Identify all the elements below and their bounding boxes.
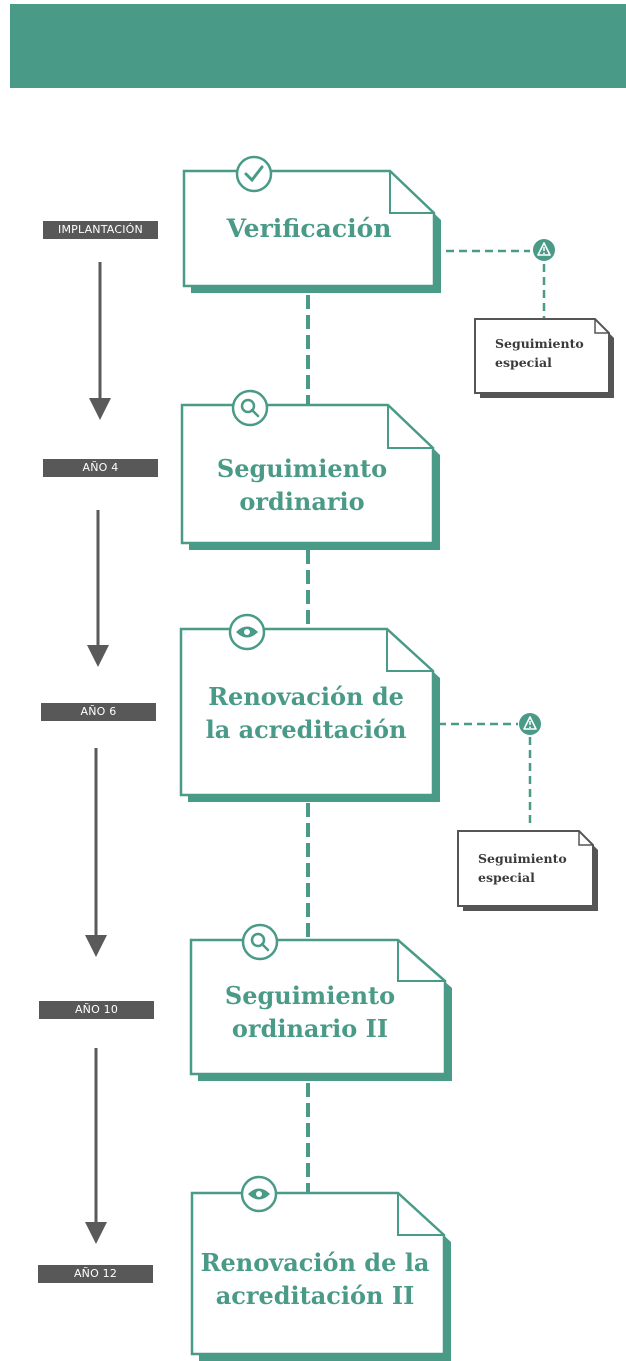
arrow-3-head [85,935,107,957]
search-icon [240,398,260,418]
stage-title-seguimiento-ordinario-ii: Seguimiento ordinario II [224,981,396,1043]
search-icon [250,932,270,952]
warning-icon [523,716,537,730]
arrow-1-head [89,398,111,420]
eye-icon [236,626,258,638]
warning-icon [537,242,551,256]
year-label-ano-12: AÑO 12 [38,1265,153,1283]
arrow-2-head [87,645,109,667]
header-band [10,4,626,88]
stage-document-5 [190,1175,451,1361]
year-label-ano-4: AÑO 4 [43,459,158,477]
stage-document-4 [189,923,452,1081]
stage-document-3 [179,613,440,802]
eye-icon [248,1188,270,1200]
arrow-4-head [85,1222,107,1244]
stage-title-renovacion: Renovación de la acreditación [205,682,407,744]
year-label-ano-6: AÑO 6 [41,703,156,721]
year-label-implantacion: IMPLANTACIÓN [43,221,158,239]
year-label-ano-10: AÑO 10 [39,1001,154,1019]
stage-title-verificacion: Verificación [226,214,392,243]
stage-title-seguimiento-ordinario: Seguimiento ordinario [216,454,388,516]
timeline-arrows [85,262,111,1244]
check-icon [244,165,264,183]
special-title-2: Seguimiento especial [478,851,567,885]
stage-title-renovacion-ii: Renovación de la acreditación II [200,1248,430,1310]
special-branch-1 [446,239,614,398]
stage-document-2 [180,389,440,550]
special-branch-2 [438,713,598,911]
special-title-1: Seguimiento especial [495,336,584,370]
stage-document-1 [182,155,441,293]
